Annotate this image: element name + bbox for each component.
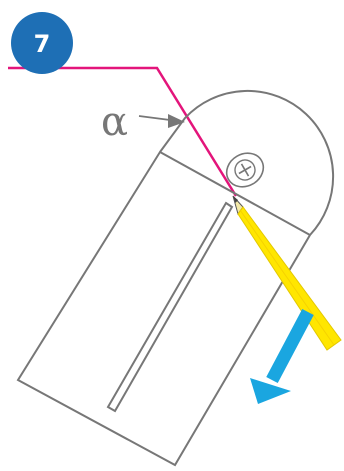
step-number: 7	[34, 30, 51, 58]
device-outline	[16, 89, 335, 467]
head-divider-line	[159, 151, 311, 236]
angle-pointer-arrow	[138, 114, 185, 128]
angle-alpha-label: α	[101, 99, 128, 145]
device-slot	[106, 201, 234, 413]
arrow-down-left-icon	[250, 308, 314, 404]
pencil-icon	[232, 195, 342, 351]
crosshead-screw-icon	[225, 152, 265, 188]
step-badge: 7	[11, 12, 73, 74]
